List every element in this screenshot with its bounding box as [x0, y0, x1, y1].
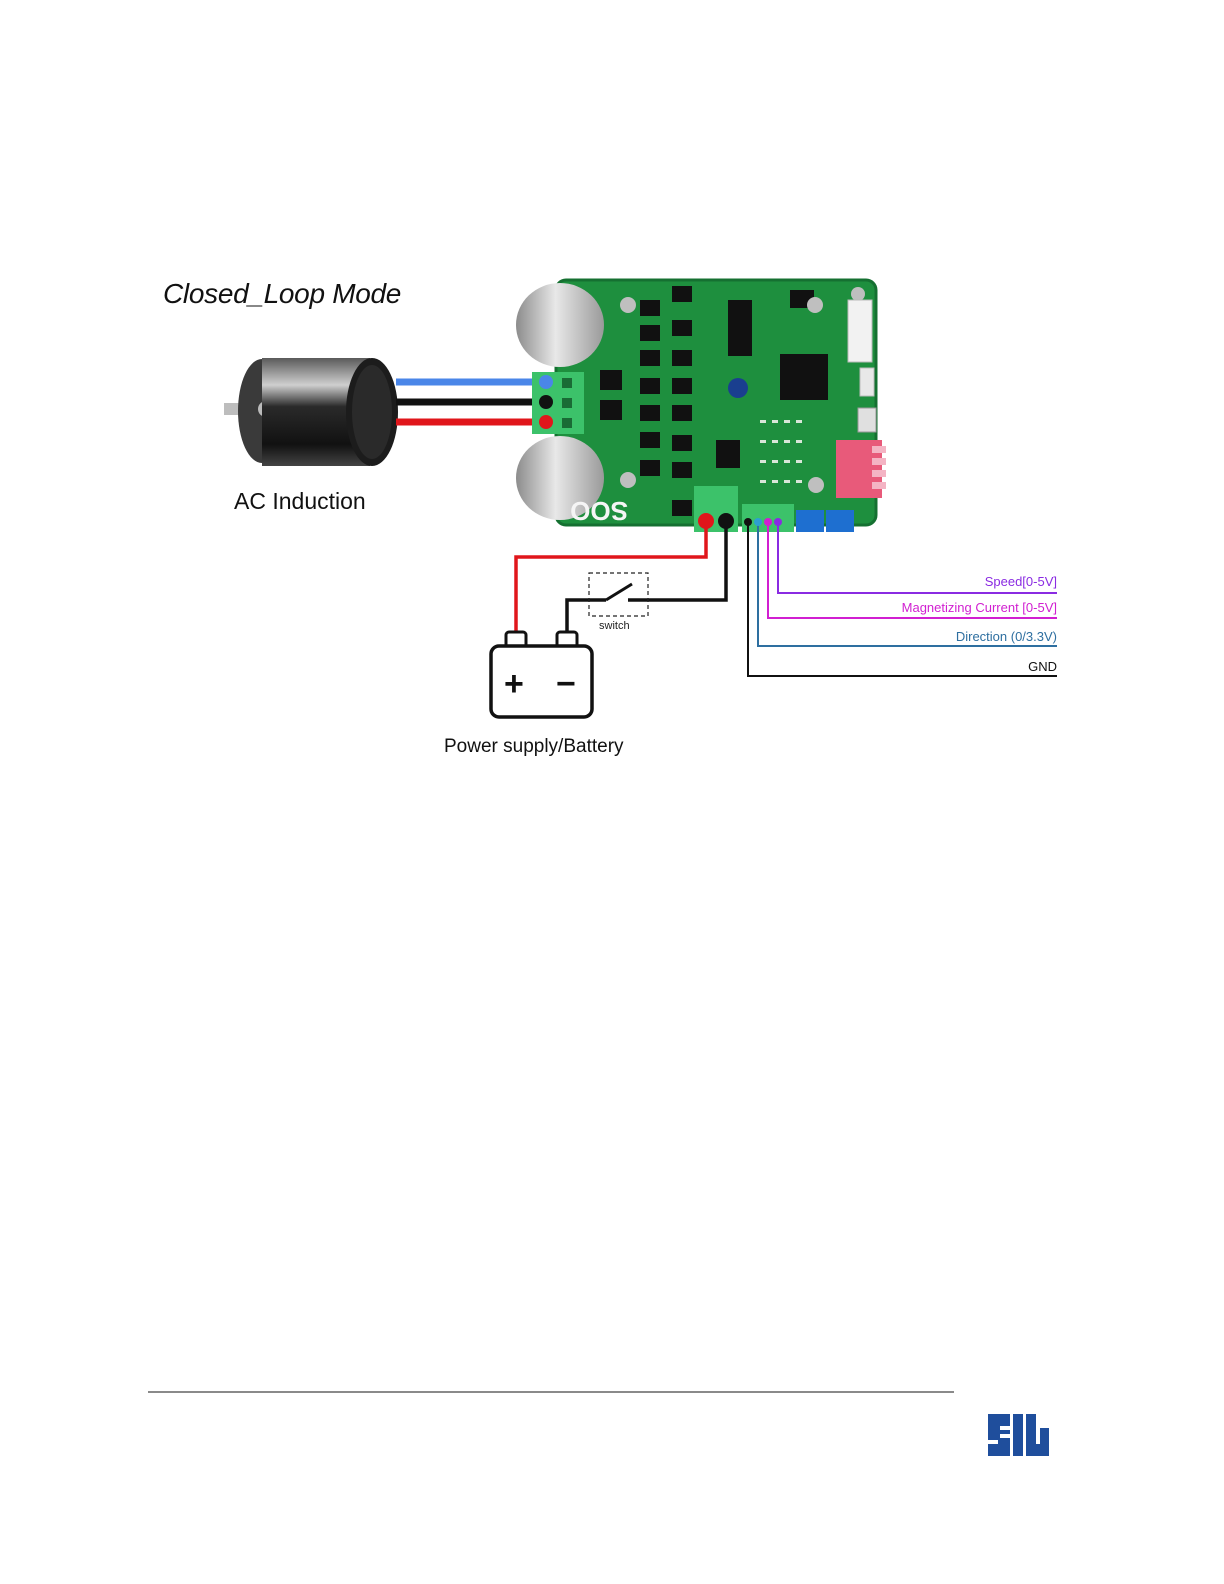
motor-controller-board: SOO — [516, 280, 886, 532]
motor-label: AC Induction — [234, 488, 366, 515]
battery-minus-symbol: − — [556, 665, 576, 703]
diagram-title: Closed_Loop Mode — [163, 278, 401, 310]
ac-motor-image — [224, 358, 398, 466]
switch-label: switch — [599, 620, 630, 632]
motor-wires — [396, 382, 546, 422]
battery-plus-symbol: + — [504, 665, 524, 703]
switch-icon — [589, 573, 648, 616]
power-wires — [516, 521, 726, 636]
signal-wires — [748, 522, 1057, 676]
svg-text:SOO: SOO — [570, 496, 628, 526]
speed-signal-label: Speed[0-5V] — [985, 574, 1057, 589]
battery-icon: + − — [491, 632, 592, 717]
footer-divider — [148, 1391, 954, 1393]
gnd-signal-label: GND — [1028, 659, 1057, 674]
battery-label: Power supply/Battery — [444, 736, 624, 758]
company-logo — [986, 1410, 1050, 1460]
magnetizing-signal-label: Magnetizing Current [0-5V] — [902, 600, 1057, 615]
direction-signal-label: Direction (0/3.3V) — [956, 629, 1057, 644]
